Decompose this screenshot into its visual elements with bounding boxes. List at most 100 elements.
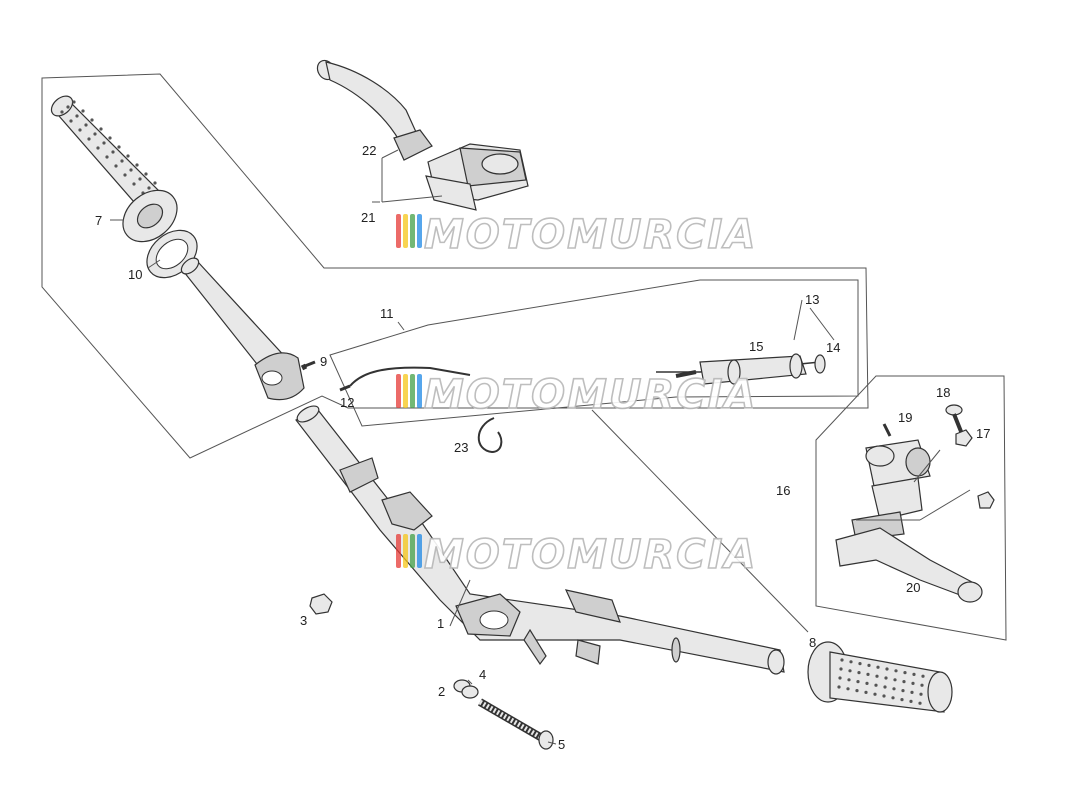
right-grip-part: [807, 641, 953, 713]
grip-texture-dot: [69, 119, 73, 123]
front-brake-lever-part: [316, 59, 433, 161]
grip-texture-dot: [855, 689, 859, 693]
watermark-color-bar: [410, 374, 415, 408]
callout-16: 16: [776, 483, 790, 498]
grip-texture-dot: [849, 660, 853, 664]
callout-18: 18: [936, 385, 950, 400]
grip-texture-dot: [918, 701, 922, 705]
callout-2: 2: [438, 684, 445, 699]
watermark-2: MOTOMURCIA: [396, 371, 757, 419]
grip-texture-dot: [72, 100, 76, 104]
lever-part: [835, 527, 983, 603]
grip-texture-dot: [837, 685, 841, 689]
grip-texture-dot: [839, 667, 843, 671]
callout-9: 9: [320, 354, 327, 369]
grip-texture-dot: [919, 692, 923, 696]
watermark-color-bar: [410, 214, 415, 248]
grip-texture-dot: [921, 674, 925, 678]
screw-9-part: [300, 360, 316, 371]
callout-23: 23: [454, 440, 468, 455]
watermark-color-bar: [396, 374, 401, 408]
grip-texture-dot: [117, 145, 121, 149]
grip-texture-dot: [123, 173, 127, 177]
left-grip-part: [50, 95, 178, 243]
grip-texture-dot: [884, 676, 888, 680]
grip-texture-dot: [90, 118, 94, 122]
grip-texture-dot: [96, 146, 100, 150]
grip-texture-dot: [875, 674, 879, 678]
grip-texture-dot: [60, 110, 64, 114]
grip-texture-dot: [885, 667, 889, 671]
lever-group-outline: [815, 375, 1007, 641]
callout-5: 5: [558, 737, 565, 752]
watermark-text: MOTOMURCIA: [424, 372, 757, 418]
grip-texture-dot: [99, 127, 103, 131]
leader-lines: [110, 149, 971, 745]
grip-texture-dot: [135, 163, 139, 167]
grip-texture-dot: [900, 698, 904, 702]
screw-18-part: [945, 404, 964, 435]
master-cylinder-part: [425, 143, 529, 211]
watermark-color-bar: [396, 534, 401, 568]
watermark-color-bar: [417, 534, 422, 568]
grip-texture-dot: [147, 186, 151, 190]
grip-texture-dot: [866, 672, 870, 677]
bolt-5-part: [477, 698, 554, 750]
callout-7: 7: [95, 213, 102, 228]
grip-texture-dot: [910, 690, 914, 695]
throttle-tube-part: [180, 257, 305, 401]
grip-texture-dot: [102, 141, 106, 145]
grip-texture-dot: [882, 694, 886, 698]
grip-texture-dot: [864, 690, 868, 695]
grip-texture-dot: [858, 662, 862, 666]
grip-texture-dot: [129, 168, 133, 172]
callout-14: 14: [826, 340, 840, 355]
watermark-color-bar: [403, 534, 408, 568]
nut-small-part: [977, 491, 995, 509]
grip-texture-dot: [846, 687, 850, 691]
grip-texture-dot: [93, 132, 97, 136]
grip-texture-dot: [920, 683, 924, 687]
grip-texture-dot: [66, 105, 70, 109]
callout-12: 12: [340, 395, 354, 410]
grip-texture-dot: [865, 681, 869, 686]
callout-3: 3: [300, 613, 307, 628]
callout-11: 11: [380, 306, 394, 321]
watermark-text: MOTOMURCIA: [424, 212, 757, 258]
grip-texture-dot: [153, 181, 157, 185]
callout-4: 4: [479, 667, 486, 682]
grip-texture-dot: [901, 689, 905, 693]
grip-texture-dot: [105, 155, 109, 159]
grip-texture-dot: [132, 182, 136, 186]
grip-texture-dot: [857, 671, 861, 675]
grip-texture-dot: [867, 663, 871, 668]
grip-texture-dot: [847, 678, 851, 682]
grip-texture-dot: [108, 136, 112, 140]
callout-21: 21: [361, 210, 375, 225]
grip-texture-dot: [893, 678, 897, 682]
washer-4-part: [461, 685, 479, 699]
grip-texture-dot: [138, 177, 142, 181]
grip-texture-dot: [891, 696, 895, 700]
callout-8: 8: [809, 635, 816, 650]
callout-17: 17: [976, 426, 990, 441]
grip-texture-dot: [126, 154, 130, 158]
grip-texture-dot: [911, 681, 915, 686]
callout-1: 1: [437, 616, 444, 631]
watermark-color-bar: [410, 534, 415, 568]
grip-texture-dot: [87, 137, 91, 141]
grip-texture-dot: [876, 665, 880, 669]
watermark-color-bar: [417, 214, 422, 248]
callout-20: 20: [906, 580, 920, 595]
grip-texture-dot: [111, 150, 115, 154]
callout-22: 22: [362, 143, 376, 158]
watermark-color-bar: [403, 214, 408, 248]
handlebar-part: [295, 405, 785, 675]
cable-group-outline: [329, 279, 859, 427]
grip-texture-dot: [144, 172, 148, 176]
watermark-1: MOTOMURCIA: [396, 211, 757, 259]
grip-texture-dot: [892, 687, 896, 691]
callout-10: 10: [128, 267, 142, 282]
watermark-color-bar: [403, 374, 408, 408]
